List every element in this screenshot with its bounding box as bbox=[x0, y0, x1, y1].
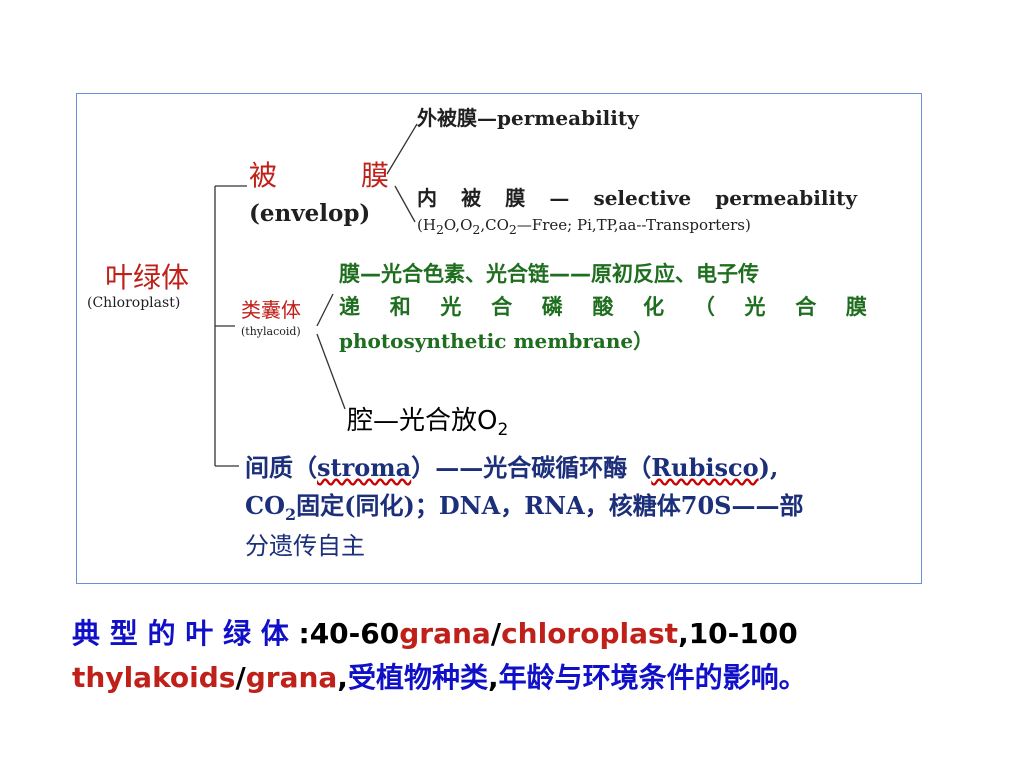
caption-text: 典 型 的 叶 绿 体 :40-60grana/chloroplast,10-1… bbox=[72, 617, 807, 694]
inner-1: 内 bbox=[417, 186, 437, 210]
envelope-cn-1: 被 bbox=[249, 159, 278, 192]
inner-5: selective bbox=[593, 186, 692, 210]
connector-lines bbox=[214, 123, 418, 467]
stroma-line1: 间质（stroma）——光合碳循环酶（Rubisco), bbox=[245, 453, 779, 482]
inner-2: 被 bbox=[461, 186, 482, 210]
stroma-line3: 分遗传自主 bbox=[245, 532, 365, 560]
thylakoid-membrane-line2: 递 和 光 合 磷 酸 化 （ 光 合 膜 bbox=[339, 295, 867, 319]
outer-membrane: 外被膜—permeability bbox=[417, 106, 639, 130]
thylakoid-label-cn: 类囊体 bbox=[241, 298, 301, 322]
thylakoid-membrane-line3: photosynthetic membrane） bbox=[339, 329, 654, 353]
thylakoid-lumen: 腔—光合放O2 bbox=[347, 406, 509, 441]
branch-membrane bbox=[316, 293, 334, 327]
inner-membrane-note: (H2O,O2,CO2—Free; Pi,TP,aa--Transporters… bbox=[417, 216, 751, 237]
root-label-cn: 叶绿体 bbox=[105, 261, 190, 294]
inner-6: permeability bbox=[715, 186, 857, 210]
inner-3: 膜 bbox=[505, 186, 526, 210]
thylakoid-membrane-line1: 膜—光合色素、光合链——原初反应、电子传 bbox=[339, 262, 759, 286]
root-label-en: (Chloroplast) bbox=[87, 295, 181, 311]
chloroplast-diagram: 叶绿体 (Chloroplast) 被 膜 (envelop) 外被膜—perm… bbox=[76, 93, 922, 584]
branch-inner bbox=[394, 185, 416, 223]
thylakoid-label-en: (thylacoid) bbox=[241, 325, 301, 338]
envelope-label-en: (envelop) bbox=[249, 200, 371, 227]
branch-lumen bbox=[316, 333, 346, 410]
envelope-cn-2: 膜 bbox=[360, 159, 389, 192]
envelope-label-cn: 被 膜 bbox=[249, 162, 389, 190]
stroma-line2: CO2固定(同化)；DNA，RNA，核糖体70S——部 bbox=[245, 491, 804, 524]
branch-outer bbox=[386, 123, 418, 175]
inner-4: — bbox=[549, 186, 570, 210]
inner-membrane: 内 被 膜 — selective permeability bbox=[417, 188, 857, 208]
